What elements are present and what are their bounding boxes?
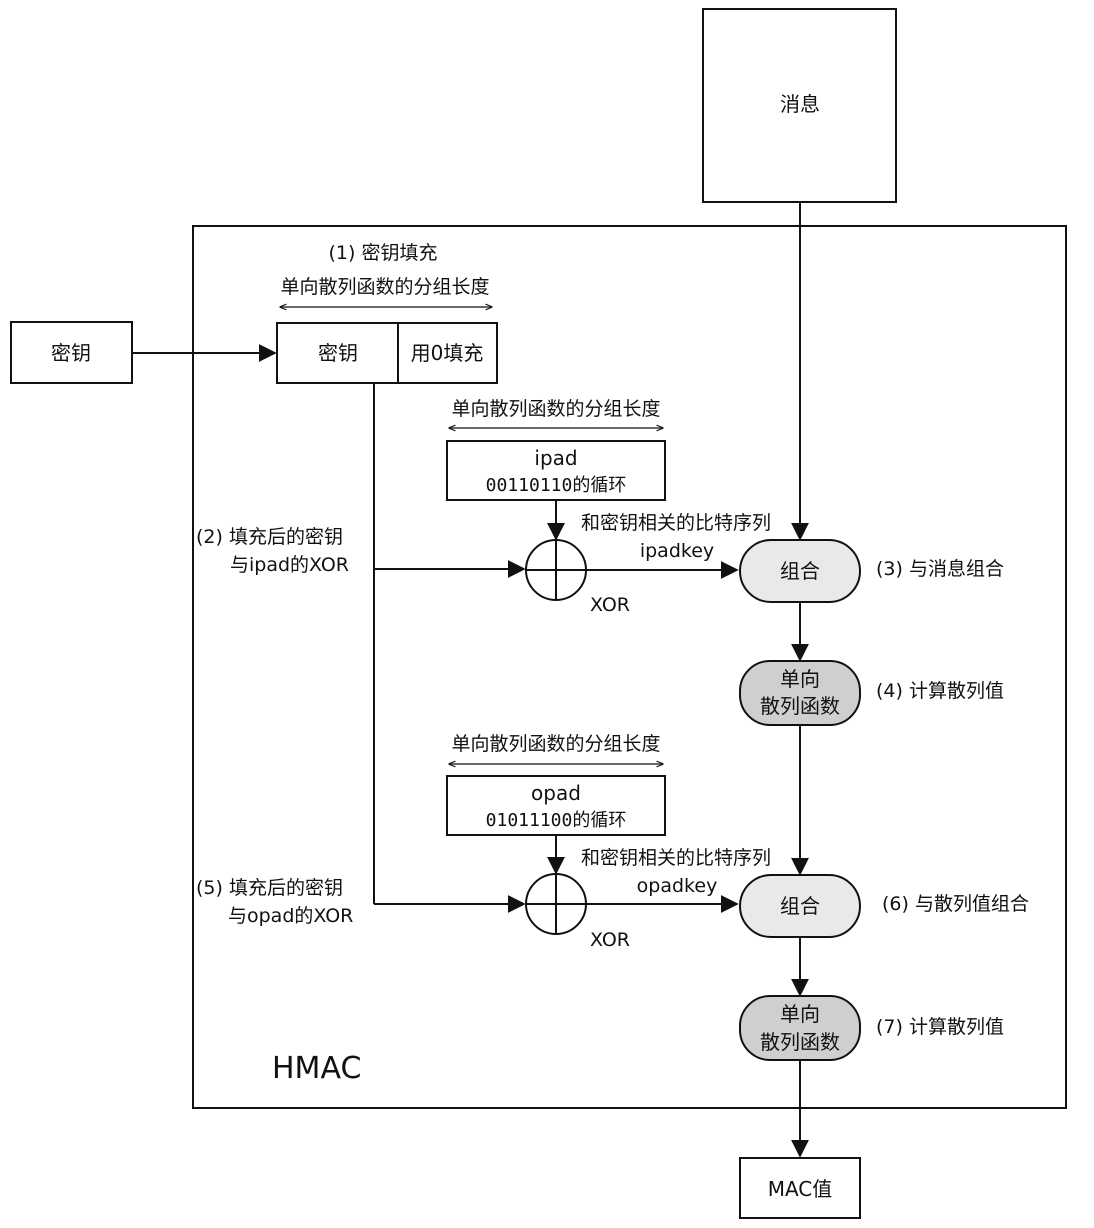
key-box bbox=[10, 321, 133, 384]
hash2-line2: 散列函数 bbox=[760, 1030, 840, 1054]
hash1-line1: 单向 bbox=[780, 667, 820, 691]
xor2-symbol bbox=[525, 873, 587, 935]
opad-value: 01011100的循环 bbox=[486, 810, 627, 831]
step2-line1: (2) 填充后的密钥 bbox=[196, 526, 343, 548]
ipad-name: ipad bbox=[534, 446, 577, 470]
ipadkey-desc: 和密钥相关的比特序列 bbox=[581, 512, 771, 534]
step2-line2: 与ipad的XOR bbox=[230, 554, 349, 576]
opadkey-desc: 和密钥相关的比特序列 bbox=[581, 847, 771, 869]
ipad-value: 00110110的循环 bbox=[486, 475, 627, 496]
combine1-label: 组合 bbox=[780, 559, 820, 583]
xor1-symbol bbox=[525, 539, 587, 601]
padded-key-box bbox=[276, 322, 498, 384]
step4-label: (4) 计算散列值 bbox=[876, 680, 1004, 702]
step5-line1: (5) 填充后的密钥 bbox=[196, 877, 343, 899]
hmac-label: HMAC bbox=[272, 1051, 361, 1086]
xor1-label: XOR bbox=[590, 594, 630, 616]
padded-key-pad-part: 用0填充 bbox=[411, 341, 484, 365]
padded-key-key-part: 密钥 bbox=[318, 341, 358, 365]
combine2-label: 组合 bbox=[780, 894, 820, 918]
message-box bbox=[702, 8, 897, 203]
mac-label: MAC值 bbox=[768, 1177, 833, 1201]
opad-name: opad bbox=[531, 781, 581, 805]
message-label: 消息 bbox=[780, 92, 820, 116]
step6-label: (6) 与散列值组合 bbox=[882, 893, 1029, 915]
mac-box bbox=[739, 1157, 861, 1219]
ipad-box bbox=[446, 440, 666, 501]
step1-title: (1) 密钥填充 bbox=[329, 242, 438, 264]
step7-label: (7) 计算散列值 bbox=[876, 1016, 1004, 1038]
key-label: 密钥 bbox=[51, 341, 91, 365]
step3-label: (3) 与消息组合 bbox=[876, 558, 1004, 580]
opad-block-length: 单向散列函数的分组长度 bbox=[451, 733, 660, 755]
opadkey-name: opadkey bbox=[637, 875, 718, 897]
step1-block-length: 单向散列函数的分组长度 bbox=[280, 276, 489, 298]
step5-line2: 与opad的XOR bbox=[228, 905, 353, 927]
xor2-label: XOR bbox=[590, 929, 630, 951]
ipadkey-name: ipadkey bbox=[640, 540, 714, 562]
ipad-block-length: 单向散列函数的分组长度 bbox=[451, 398, 660, 420]
hmac-frame bbox=[192, 225, 1067, 1109]
hash2-line1: 单向 bbox=[780, 1002, 820, 1026]
hash1-line2: 散列函数 bbox=[760, 694, 840, 718]
